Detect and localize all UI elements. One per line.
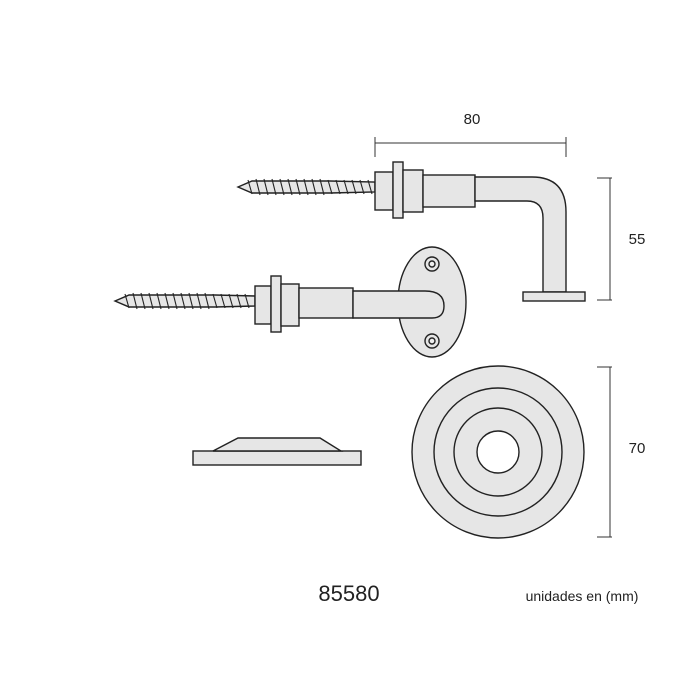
hook-front-collar (280, 283, 300, 327)
hook-side-washer (392, 161, 404, 219)
units-note: unidades en (mm) (526, 588, 639, 604)
hook-front-nut (254, 285, 272, 325)
hook-side-base-plate (522, 291, 586, 302)
hook-front-washer (270, 275, 282, 333)
dimension-diameter-label: 70 (629, 440, 646, 457)
hook-side-nut (374, 171, 394, 211)
rosette-base-profile (192, 450, 362, 466)
hook-side-sleeve (422, 174, 476, 208)
hook-front-view (113, 246, 467, 358)
hook-side-screw-thread (236, 178, 376, 196)
dimension-width: 80 (374, 111, 567, 157)
hook-front-sleeve (298, 287, 354, 319)
dimension-height: 55 (597, 177, 646, 301)
rosette-raised-profile (212, 437, 344, 452)
rosette-center-hole (476, 430, 520, 474)
rosette-top-view (411, 365, 585, 539)
hook-front-rod (352, 290, 445, 319)
hook-side-arm (474, 176, 567, 293)
hook-side-view (236, 161, 586, 302)
dimension-diameter: 70 (597, 366, 646, 538)
product-code: 85580 (318, 581, 379, 606)
dimension-width-label: 80 (464, 111, 481, 128)
hook-front-screw-thread (113, 292, 256, 310)
rosette-side-profile (192, 437, 362, 466)
hook-side-collar (402, 169, 424, 213)
dimension-height-label: 55 (629, 231, 646, 248)
